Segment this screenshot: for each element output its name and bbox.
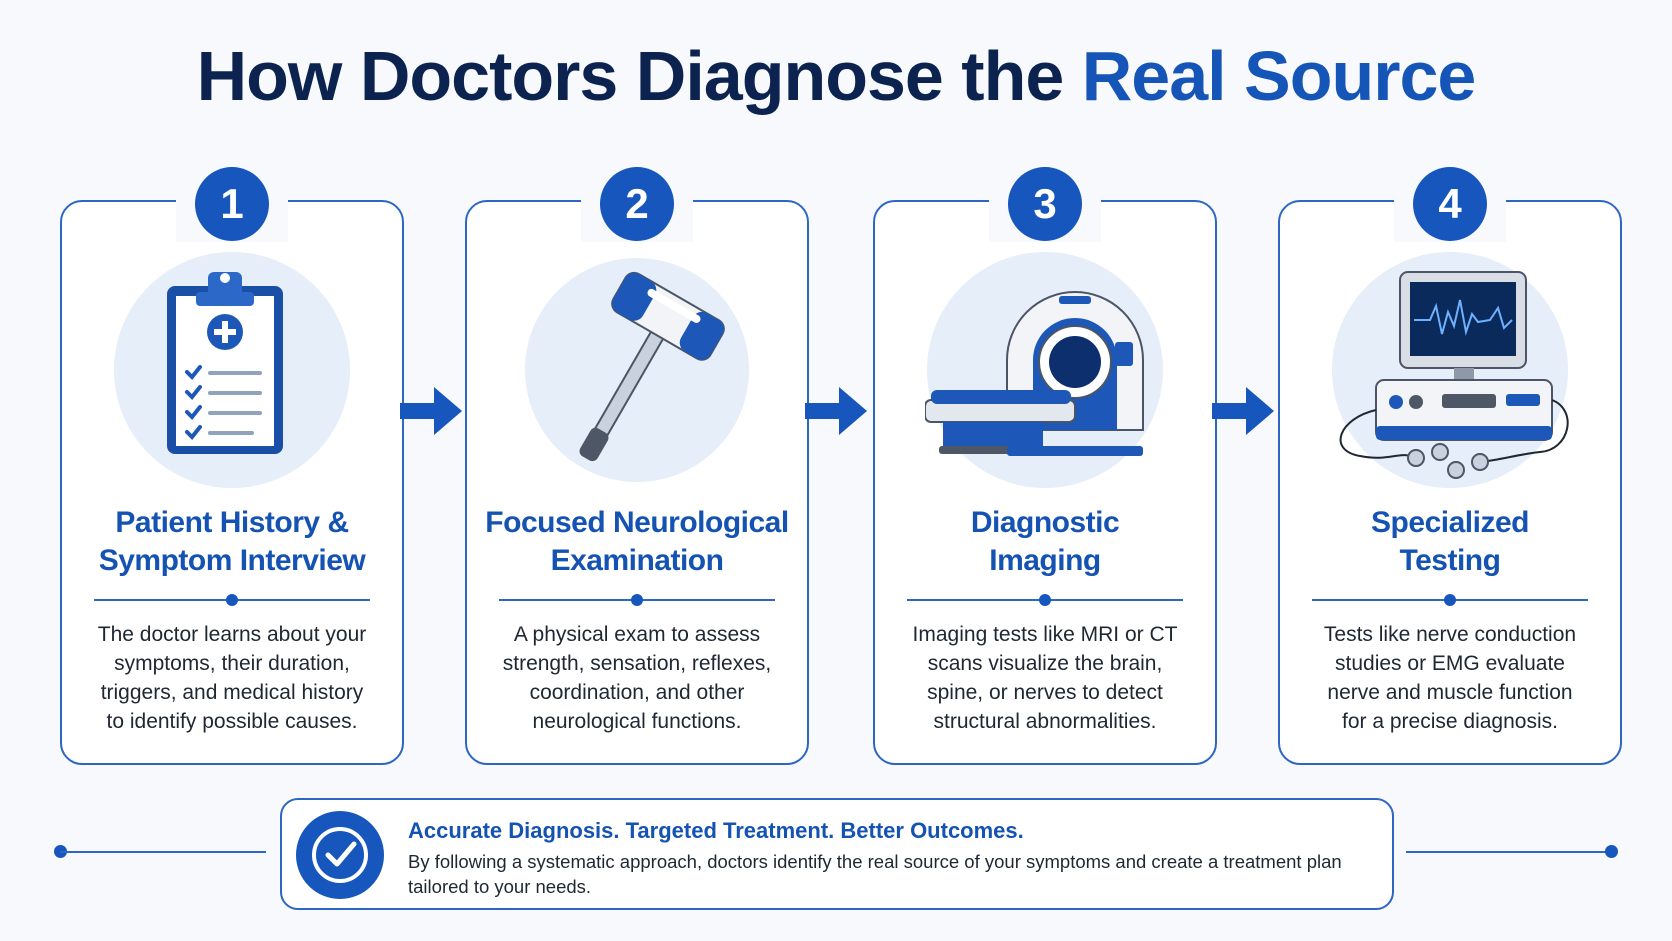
- banner-body: By following a systematic approach, doct…: [408, 849, 1378, 899]
- step-title-line: Imaging: [989, 544, 1101, 577]
- desc-line: structural abnormalities.: [933, 710, 1157, 733]
- step-title-3: Diagnostic Imaging: [885, 504, 1205, 580]
- emg-machine-icon: [1332, 252, 1569, 488]
- step-title-4: Specialized Testing: [1290, 504, 1610, 580]
- step-badge-1: 1: [176, 166, 288, 242]
- step-card-2: 2 Focused Neurological Examination A phy…: [465, 166, 809, 765]
- step-badge-3: 3: [989, 166, 1101, 242]
- mri-scanner-icon: [925, 252, 1163, 488]
- step-card-1: 1 Patient History & Symptom Interview Th…: [60, 166, 404, 765]
- step-title-1: Patient History & Symptom Interview: [72, 504, 392, 580]
- checkmark-circle-icon: [296, 811, 384, 899]
- step-divider: [499, 594, 775, 606]
- step-number-1: 1: [195, 167, 269, 241]
- desc-line: triggers, and medical history: [100, 681, 364, 704]
- arrow-right-icon: [805, 387, 867, 435]
- divider-dot: [1039, 594, 1051, 606]
- desc-line: for a precise diagnosis.: [1342, 710, 1558, 733]
- desc-line: Tests like nerve conduction: [1323, 623, 1577, 646]
- divider-dot: [1444, 594, 1456, 606]
- arrow-right-icon: [400, 387, 462, 435]
- desc-line: studies or EMG evaluate: [1335, 652, 1565, 675]
- step-title-line: Testing: [1399, 544, 1501, 577]
- clipboard-icon: [114, 252, 350, 488]
- desc-line: neurological functions.: [532, 710, 742, 733]
- title-accent: Real Source: [1081, 37, 1477, 115]
- step-number-4: 4: [1413, 167, 1487, 241]
- step-description-3: Imaging tests like MRI or CT scans visua…: [903, 620, 1187, 736]
- step-description-2: A physical exam to assess strength, sens…: [495, 620, 779, 736]
- step-description-4: Tests like nerve conduction studies or E…: [1308, 620, 1592, 736]
- step-title-line: Symptom Interview: [98, 544, 366, 577]
- step-card-3: 3 Diagnostic Imaging Imaging tests like …: [873, 166, 1217, 765]
- step-description-1: The doctor learns about your symptoms, t…: [90, 620, 374, 736]
- desc-line: to identify possible causes.: [106, 710, 358, 733]
- divider-dot: [631, 594, 643, 606]
- arrow-right-icon: [1212, 387, 1274, 435]
- summary-banner: Accurate Diagnosis. Targeted Treatment. …: [280, 798, 1394, 910]
- step-divider: [94, 594, 370, 606]
- connector-line-left: [60, 851, 266, 853]
- step-badge-2: 2: [581, 166, 693, 242]
- banner-body-line: tailored to your needs.: [408, 876, 592, 897]
- desc-line: coordination, and other: [529, 681, 745, 704]
- desc-line: A physical exam to assess: [513, 623, 761, 646]
- banner-headline: Accurate Diagnosis. Targeted Treatment. …: [408, 818, 1024, 843]
- step-divider: [1312, 594, 1588, 606]
- step-number-3: 3: [1008, 167, 1082, 241]
- reflex-hammer-icon: [525, 258, 749, 482]
- desc-line: scans visualize the brain,: [927, 652, 1163, 675]
- desc-line: Imaging tests like MRI or CT: [912, 623, 1178, 646]
- connector-line-right: [1406, 851, 1608, 853]
- step-title-line: Diagnostic: [970, 506, 1120, 539]
- title-main: How Doctors Diagnose the: [196, 37, 1082, 115]
- step-title-line: Examination: [550, 544, 724, 577]
- desc-line: strength, sensation, reflexes,: [502, 652, 772, 675]
- step-badge-4: 4: [1394, 166, 1506, 242]
- desc-line: The doctor learns about your: [97, 623, 367, 646]
- connector-dot-right: [1605, 845, 1618, 858]
- step-title-line: Patient History &: [115, 506, 349, 539]
- step-card-4: 4 Specialized Testing Tests like nerve c…: [1278, 166, 1622, 765]
- step-title-line: Focused Neurological: [485, 506, 789, 539]
- step-number-2: 2: [600, 167, 674, 241]
- desc-line: nerve and muscle function: [1327, 681, 1573, 704]
- step-divider: [907, 594, 1183, 606]
- banner-body-line: By following a systematic approach, doct…: [408, 851, 1342, 872]
- page-title: How Doctors Diagnose the Real Source: [0, 36, 1672, 116]
- desc-line: spine, or nerves to detect: [927, 681, 1163, 704]
- step-title-2: Focused Neurological Examination: [477, 504, 797, 580]
- divider-dot: [226, 594, 238, 606]
- desc-line: symptoms, their duration,: [114, 652, 350, 675]
- step-title-line: Specialized: [1371, 506, 1529, 539]
